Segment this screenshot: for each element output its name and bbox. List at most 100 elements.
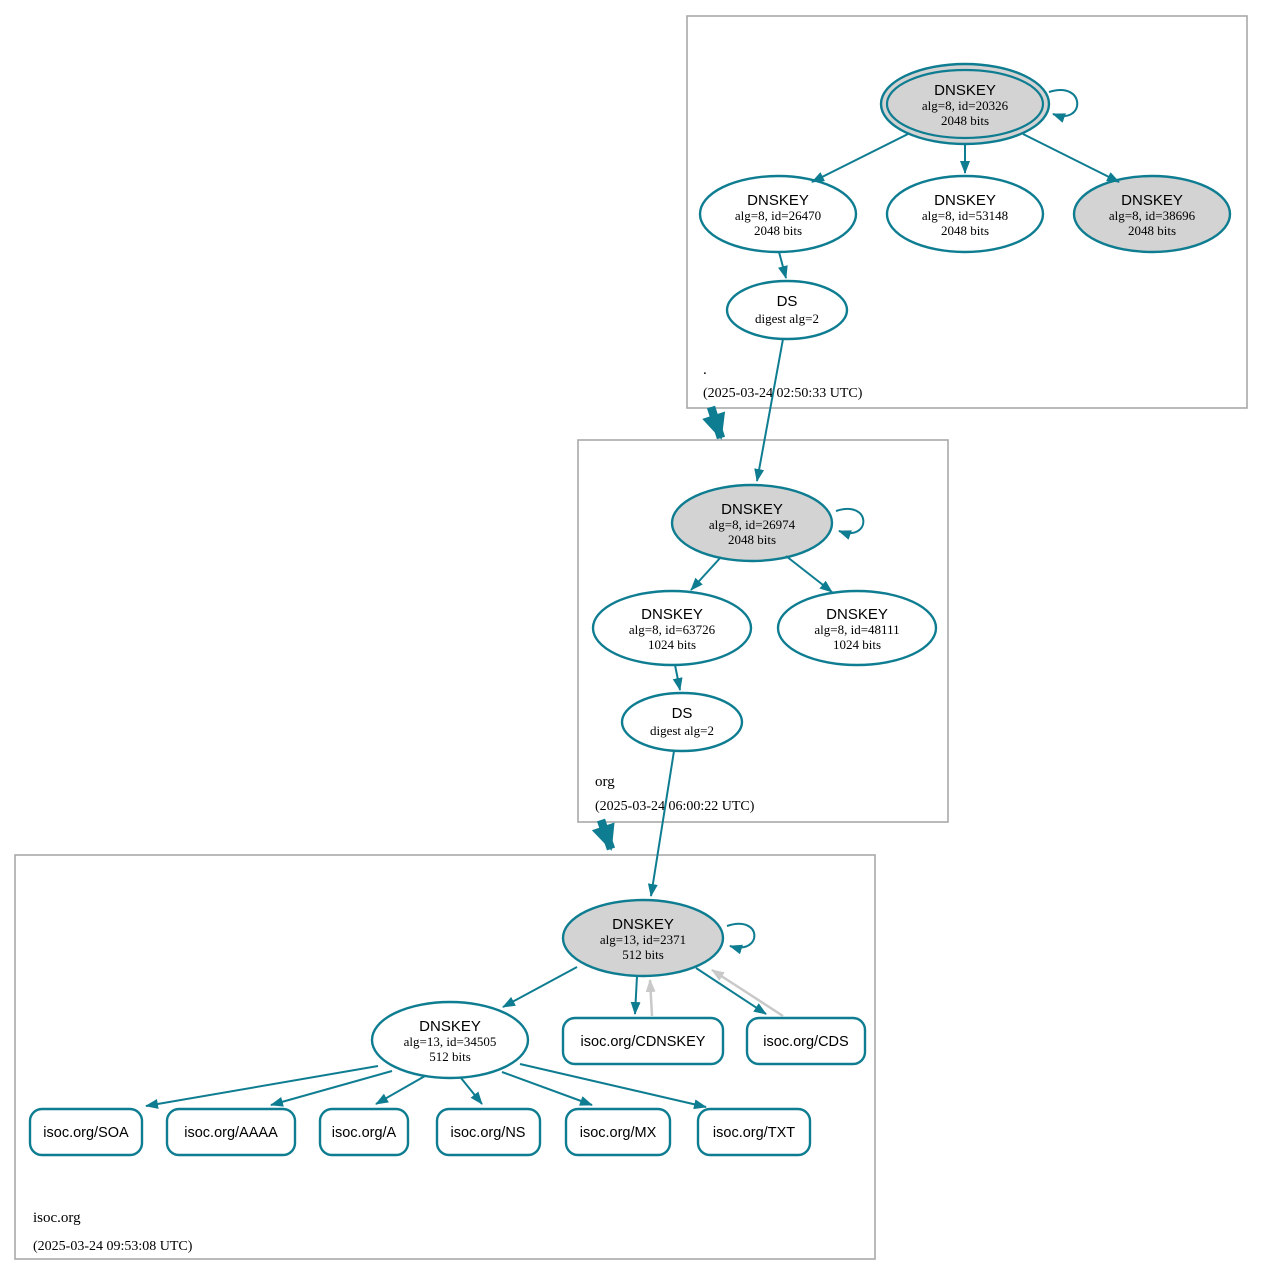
dnskey-63726-ellipse (591, 589, 753, 667)
dnskey-38696-bits: 2048 bits (1128, 223, 1176, 238)
edge-ksk2371-cds (695, 967, 767, 1015)
edge-ksk2371-cdnskey (630, 975, 641, 1015)
rrset-soa-rect (28, 1107, 144, 1157)
rrset-a-label: isoc.org/A (332, 1125, 397, 1141)
dnskey-26974-ellipse (670, 483, 834, 563)
edge-ksk26974-zsk63726 (690, 556, 722, 591)
dnskey-node-26470[interactable]: DNSKEY alg=8, id=26470 2048 bits (698, 174, 858, 254)
dnskey-63726-title: DNSKEY (641, 606, 703, 623)
dnskey-63726-bits: 1024 bits (648, 637, 696, 652)
dnskey-20326-bits: 2048 bits (941, 113, 989, 128)
zone-org-border (577, 439, 949, 823)
dnskey-node-34505[interactable]: DNSKEY alg=13, id=34505 512 bits (370, 1000, 530, 1080)
dnskey-20326-outer-ring (879, 62, 1051, 146)
dnskey-node-2371[interactable]: DNSKEY alg=13, id=2371 512 bits (561, 898, 725, 978)
zone-root-timestamp: (2025-03-24 02:50:33 UTC) (703, 386, 863, 401)
rrset-txt-label: isoc.org/TXT (713, 1125, 795, 1141)
dnskey-26470-bits: 2048 bits (754, 223, 802, 238)
zone-org-timestamp: (2025-03-24 06:00:22 UTC) (595, 799, 755, 814)
edge-ds-root-to-ksk26974 (754, 338, 784, 482)
dnskey-48111-alg: alg=8, id=48111 (814, 622, 899, 637)
dnskey-20326-title: DNSKEY (934, 82, 996, 99)
rrset-mx-rect (564, 1107, 672, 1157)
rrset-ns-rect (435, 1107, 542, 1157)
dnskey-26470-alg: alg=8, id=26470 (735, 208, 821, 223)
dnskey-48111-title: DNSKEY (826, 606, 888, 623)
rrset-cdnskey-label: isoc.org/CDNSKEY (581, 1034, 706, 1050)
rrset-node-aaaa[interactable]: isoc.org/AAAA (165, 1107, 297, 1157)
dnskey-48111-ellipse (776, 589, 938, 667)
edge-zsk34505-aaaa (270, 1070, 393, 1107)
dnskey-2371-alg: alg=13, id=2371 (600, 932, 686, 947)
dnskey-53148-title: DNSKEY (934, 192, 996, 209)
dnskey-63726-alg: alg=8, id=63726 (629, 622, 716, 637)
ds-root-ellipse (725, 279, 849, 341)
ds-org-digest: digest alg=2 (650, 723, 714, 738)
dnskey-26470-title: DNSKEY (747, 192, 809, 209)
ds-root-digest: digest alg=2 (755, 311, 819, 326)
dnskey-node-48111[interactable]: DNSKEY alg=8, id=48111 1024 bits (776, 589, 938, 667)
ds-node-root[interactable]: DS digest alg=2 (725, 279, 849, 341)
zone-root: . (2025-03-24 02:50:33 UTC) DNSKEY alg=8… (686, 15, 1248, 409)
ds-node-org[interactable]: DS digest alg=2 (620, 691, 744, 753)
dnskey-node-38696[interactable]: DNSKEY alg=8, id=38696 2048 bits (1072, 174, 1232, 254)
dnskey-38696-ellipse (1072, 174, 1232, 254)
dnskey-20326-inner-ring (885, 68, 1045, 140)
edge-zsk26470-ds (778, 251, 788, 279)
dnskey-34505-bits: 512 bits (429, 1049, 471, 1064)
dnskey-26974-title: DNSKEY (721, 501, 783, 518)
edge-zsk34505-soa (145, 1065, 379, 1109)
edge-ksk20326-self-loop (1048, 89, 1079, 123)
zone-isoc-border (14, 854, 876, 1260)
rrset-aaaa-label: isoc.org/AAAA (184, 1125, 278, 1141)
edge-ksk20326-zsk26470 (811, 133, 909, 183)
dnskey-34505-title: DNSKEY (419, 1018, 481, 1035)
rrset-node-mx[interactable]: isoc.org/MX (564, 1107, 672, 1157)
dnskey-26470-ellipse (698, 174, 858, 254)
dnskey-26974-alg: alg=8, id=26974 (709, 517, 796, 532)
edge-ksk2371-zsk34505 (502, 966, 578, 1008)
dnskey-26974-bits: 2048 bits (728, 532, 776, 547)
dnskey-node-53148[interactable]: DNSKEY alg=8, id=53148 2048 bits (885, 174, 1045, 254)
rrset-node-ns[interactable]: isoc.org/NS (435, 1107, 542, 1157)
dnskey-node-63726[interactable]: DNSKEY alg=8, id=63726 1024 bits (591, 589, 753, 667)
rrset-ns-label: isoc.org/NS (451, 1125, 526, 1141)
dnskey-2371-bits: 512 bits (622, 947, 664, 962)
zone-isoc-org: isoc.org (2025-03-24 09:53:08 UTC) DNSKE… (14, 854, 876, 1260)
edge-zsk34505-mx (501, 1071, 593, 1106)
rrset-node-a[interactable]: isoc.org/A (318, 1107, 410, 1157)
edge-cds-ksk2371-gray (711, 968, 784, 1018)
dnskey-38696-title: DNSKEY (1121, 192, 1183, 209)
dnskey-48111-bits: 1024 bits (833, 637, 881, 652)
rrset-node-cds[interactable]: isoc.org/CDS (745, 1016, 867, 1066)
ds-org-title: DS (672, 705, 693, 722)
rrset-node-soa[interactable]: isoc.org/SOA (28, 1107, 144, 1157)
delegation-arrow-root-to-org (702, 405, 726, 440)
rrset-a-rect (318, 1107, 410, 1157)
zone-org-label: org (595, 774, 615, 790)
dnskey-53148-alg: alg=8, id=53148 (922, 208, 1008, 223)
delegation-arrow-org-to-isoc (591, 818, 616, 851)
dnskey-53148-ellipse (885, 174, 1045, 254)
edge-zsk63726-ds (672, 664, 683, 691)
zone-isoc-timestamp: (2025-03-24 09:53:08 UTC) (33, 1239, 193, 1254)
edge-ksk26974-zsk48111 (785, 555, 833, 593)
dnskey-node-20326[interactable]: DNSKEY alg=8, id=20326 2048 bits (879, 62, 1051, 146)
rrset-aaaa-rect (165, 1107, 297, 1157)
rrset-cdnskey-rect (561, 1016, 725, 1066)
edge-zsk34505-ns (460, 1077, 483, 1105)
rrset-node-cdnskey[interactable]: isoc.org/CDNSKEY (561, 1016, 725, 1066)
zone-root-border (686, 15, 1248, 409)
dnskey-node-26974[interactable]: DNSKEY alg=8, id=26974 2048 bits (670, 483, 834, 563)
dnskey-34505-ellipse (370, 1000, 530, 1080)
dnskey-34505-alg: alg=13, id=34505 (404, 1034, 497, 1049)
edge-ksk2371-self-loop (726, 922, 756, 955)
rrset-node-txt[interactable]: isoc.org/TXT (696, 1107, 812, 1157)
dnskey-38696-alg: alg=8, id=38696 (1109, 208, 1196, 223)
ds-org-ellipse (620, 691, 744, 753)
rrset-cds-rect (745, 1016, 867, 1066)
rrset-mx-label: isoc.org/MX (580, 1125, 657, 1141)
ds-root-title: DS (777, 293, 798, 310)
